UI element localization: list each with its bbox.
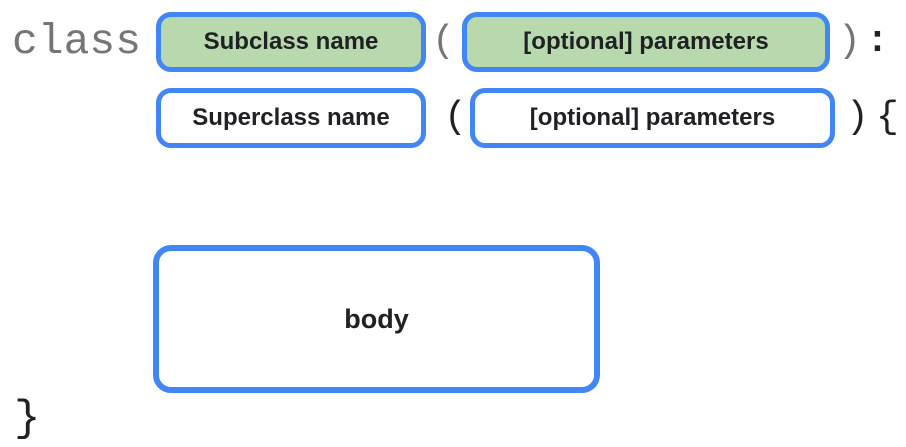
token-superclass-parameters: [optional] parameters [470, 88, 835, 148]
open-brace: { [876, 96, 899, 139]
token-subclass-parameters: [optional] parameters [462, 12, 830, 72]
open-paren-row2: ( [444, 96, 467, 139]
close-paren-row2: ) [846, 96, 869, 139]
token-body-label: body [344, 303, 409, 334]
close-brace: } [14, 394, 41, 444]
open-paren-row1: ( [432, 20, 455, 63]
close-paren-row1: ) [838, 20, 861, 63]
token-subclass-name-label: Subclass name [203, 28, 379, 55]
token-superclass-name: Superclass name [156, 88, 426, 148]
token-body: body [153, 245, 600, 393]
token-subclass-parameters-label: [optional] parameters [523, 28, 769, 55]
token-superclass-name-label: Superclass name [192, 104, 390, 131]
token-superclass-parameters-label: [optional] parameters [529, 104, 776, 131]
token-subclass-name: Subclass name [156, 12, 426, 72]
keyword-class: class [12, 17, 142, 66]
colon: : [866, 20, 889, 63]
